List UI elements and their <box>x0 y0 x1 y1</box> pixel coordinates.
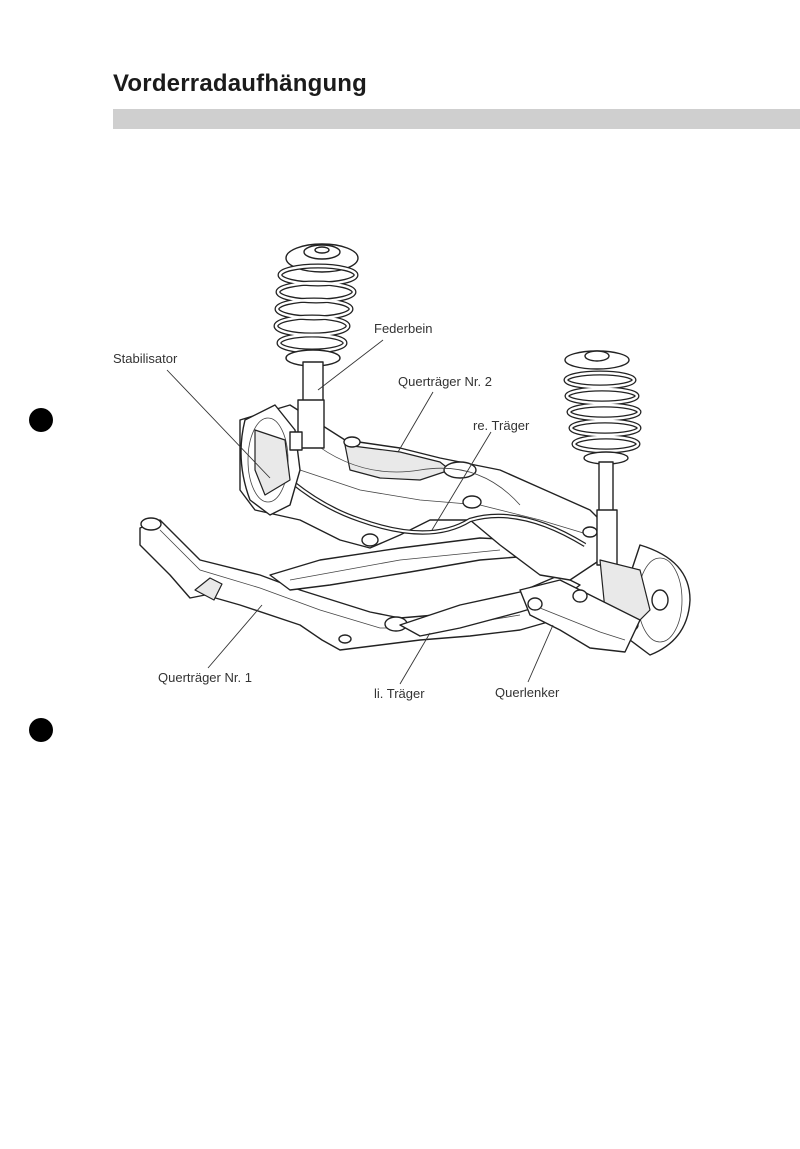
label-federbein: Federbein <box>374 321 433 336</box>
page-title: Vorderradaufhängung <box>113 70 368 97</box>
stabilizer-drawing <box>248 438 587 547</box>
left-strut-drawing <box>273 243 359 451</box>
title-bar <box>113 109 800 129</box>
leader-lines <box>166 339 554 685</box>
label-li-traeger: li. Träger <box>374 686 425 701</box>
label-quertraeger-nr2: Querträger Nr. 2 <box>398 374 492 389</box>
label-stabilisator: Stabilisator <box>113 351 178 366</box>
right-strut-drawing <box>563 350 642 566</box>
label-re-traeger: re. Träger <box>473 418 530 433</box>
control-arm-drawing <box>519 579 641 653</box>
punch-hole <box>29 718 53 742</box>
label-quertraeger-nr1: Querträger Nr. 1 <box>158 670 252 685</box>
label-querlenker: Querlenker <box>495 685 560 700</box>
left-hub-drawing <box>240 404 301 516</box>
rear-crossmember-drawing <box>239 404 611 581</box>
punch-hole <box>29 408 53 432</box>
